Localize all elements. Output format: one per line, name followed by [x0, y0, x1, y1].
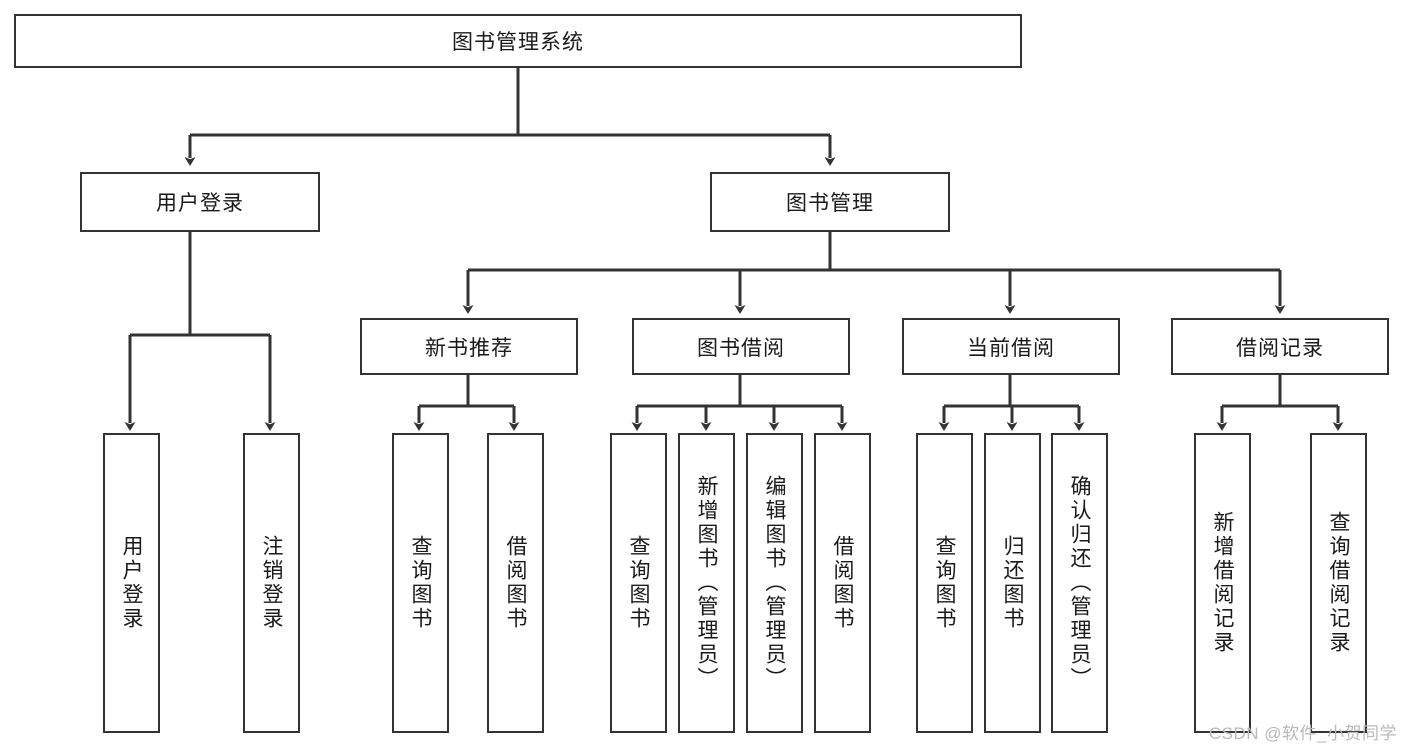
node-book-management-module[interactable]: 图书管理 [710, 172, 950, 232]
node-label: 借阅记录 [1236, 336, 1324, 360]
watermark-text: CSDN @软件_小贺同学 [1208, 724, 1397, 743]
node-label: 借阅图书 [504, 535, 527, 631]
node-label: 新增借阅记录 [1211, 511, 1234, 655]
leaf-return-book[interactable]: 归还图书 [984, 433, 1041, 733]
leaf-query-book-current[interactable]: 查询图书 [916, 433, 973, 733]
node-new-book-recommend[interactable]: 新书推荐 [360, 318, 578, 375]
leaf-add-borrow-record[interactable]: 新增借阅记录 [1194, 433, 1251, 733]
node-label: 图书借阅 [697, 336, 785, 360]
leaf-query-book-recommend[interactable]: 查询图书 [392, 433, 449, 733]
node-label: 当前借阅 [967, 336, 1055, 360]
node-borrow-record[interactable]: 借阅记录 [1171, 318, 1389, 375]
leaf-user-login[interactable]: 用户登录 [103, 433, 160, 733]
node-label: 用户登录 [120, 535, 143, 631]
node-label: 编辑图书（管理员） [763, 475, 786, 691]
node-label: 归还图书 [1001, 535, 1024, 631]
leaf-edit-book-admin[interactable]: 编辑图书（管理员） [746, 433, 803, 733]
node-label: 查询图书 [409, 535, 432, 631]
node-label: 借阅图书 [831, 535, 854, 631]
leaf-borrow-book[interactable]: 借阅图书 [814, 433, 871, 733]
node-book-borrow[interactable]: 图书借阅 [632, 318, 850, 375]
node-label: 新书推荐 [425, 336, 513, 360]
node-label: 用户登录 [156, 192, 244, 215]
node-label: 查询借阅记录 [1327, 511, 1350, 655]
leaf-query-book-borrow[interactable]: 查询图书 [610, 433, 667, 733]
node-label: 查询图书 [933, 535, 956, 631]
leaf-borrow-book-recommend[interactable]: 借阅图书 [487, 433, 544, 733]
node-current-borrow[interactable]: 当前借阅 [902, 318, 1120, 375]
leaf-query-borrow-record[interactable]: 查询借阅记录 [1310, 433, 1367, 733]
node-label: 图书管理系统 [452, 31, 584, 54]
node-label: 查询图书 [627, 535, 650, 631]
leaf-confirm-return-admin[interactable]: 确认归还（管理员） [1051, 433, 1108, 733]
node-user-login-module[interactable]: 用户登录 [80, 172, 320, 232]
node-label: 图书管理 [786, 192, 874, 215]
leaf-logout[interactable]: 注销登录 [243, 433, 300, 733]
node-label: 新增图书（管理员） [695, 475, 718, 691]
node-label: 确认归还（管理员） [1068, 475, 1091, 691]
node-label: 注销登录 [260, 535, 283, 631]
node-root-system[interactable]: 图书管理系统 [14, 14, 1022, 68]
leaf-add-book-admin[interactable]: 新增图书（管理员） [678, 433, 735, 733]
